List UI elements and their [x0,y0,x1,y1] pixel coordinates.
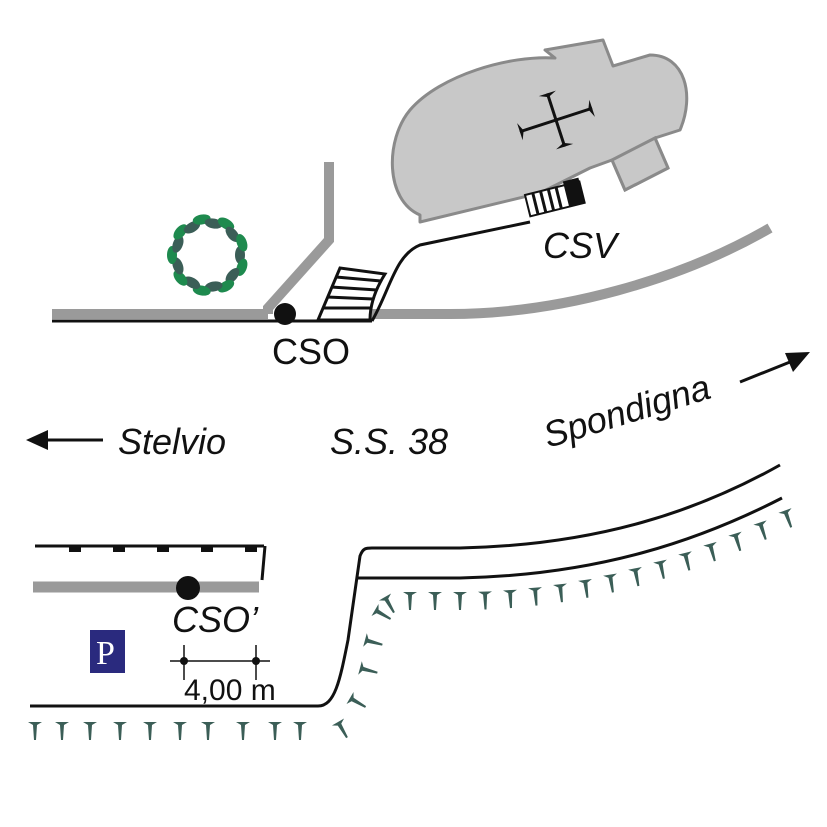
slope-mark [143,722,157,740]
cso-prime-label: CSO’ [172,599,259,640]
slope-mark [403,592,417,610]
scale-bar [170,645,270,680]
cso-label: CSO [272,331,350,372]
slope-mark [236,722,250,740]
slope-mark [55,722,69,740]
slope-mark [703,541,717,562]
arrow-up-right-icon [739,352,810,384]
slope-mark [553,583,567,603]
slope-mark [603,573,617,593]
cross-icon [517,90,595,150]
tree-leaf [173,270,188,286]
slope-mark [478,591,492,610]
west-direction-label: Stelvio [118,421,226,462]
slope-mark [753,520,767,540]
cso-steps [315,266,388,322]
path-to-church [370,220,531,322]
slope-mark [453,592,467,610]
tree-leaf [172,235,184,253]
scale-label: 4,00 m [184,674,276,707]
slope-mark [628,567,642,587]
csv-steps [523,177,586,218]
lower-road-edge [30,463,781,708]
church-building [390,38,689,224]
slope-mark [346,691,367,708]
slope-mark [678,551,692,571]
east-direction-label: Spondigna [538,366,715,456]
slope-mark [503,589,517,609]
wall-ticks [69,546,257,552]
slope-mark [331,718,348,739]
road-name-label: S.S. 38 [330,421,448,462]
tree-leaf [183,276,201,289]
tree-leaf [225,267,240,284]
tree-leaf [236,234,248,252]
svg-text:P: P [96,635,115,672]
slope-mark [28,722,42,740]
slope-mark [268,722,282,740]
slope-mark [653,559,667,579]
tree-leaf [217,279,235,293]
slope-mark [358,661,378,675]
slope-mark [778,508,793,528]
wall-end [260,545,267,581]
slope-mark [371,603,392,620]
slope-mark [293,722,307,740]
tree-leaf [173,224,188,240]
arrow-left-icon [26,430,103,450]
tree-icon [167,214,248,296]
slope-mark [363,633,383,647]
slope-mark [201,722,215,740]
road-edge-gray-right [365,223,773,319]
tree-leaf [217,217,235,231]
slope-mark [578,578,592,598]
slope-mark [528,587,542,606]
csv-label: CSV [543,225,620,266]
slope-mark [378,593,395,614]
slope-mark [83,722,97,740]
parking-icon: P [90,630,125,673]
slope-mark [113,722,127,740]
slope-mark [428,592,442,610]
slope-marks [28,508,793,740]
slope-mark [173,722,187,740]
cso-point [274,303,296,325]
tree-leaf [183,221,201,234]
side-road-gray [263,162,334,314]
tree-leaf [225,226,240,243]
slope-mark [728,531,742,552]
embankment-edge [357,496,783,580]
cso-prime-point [176,576,200,600]
